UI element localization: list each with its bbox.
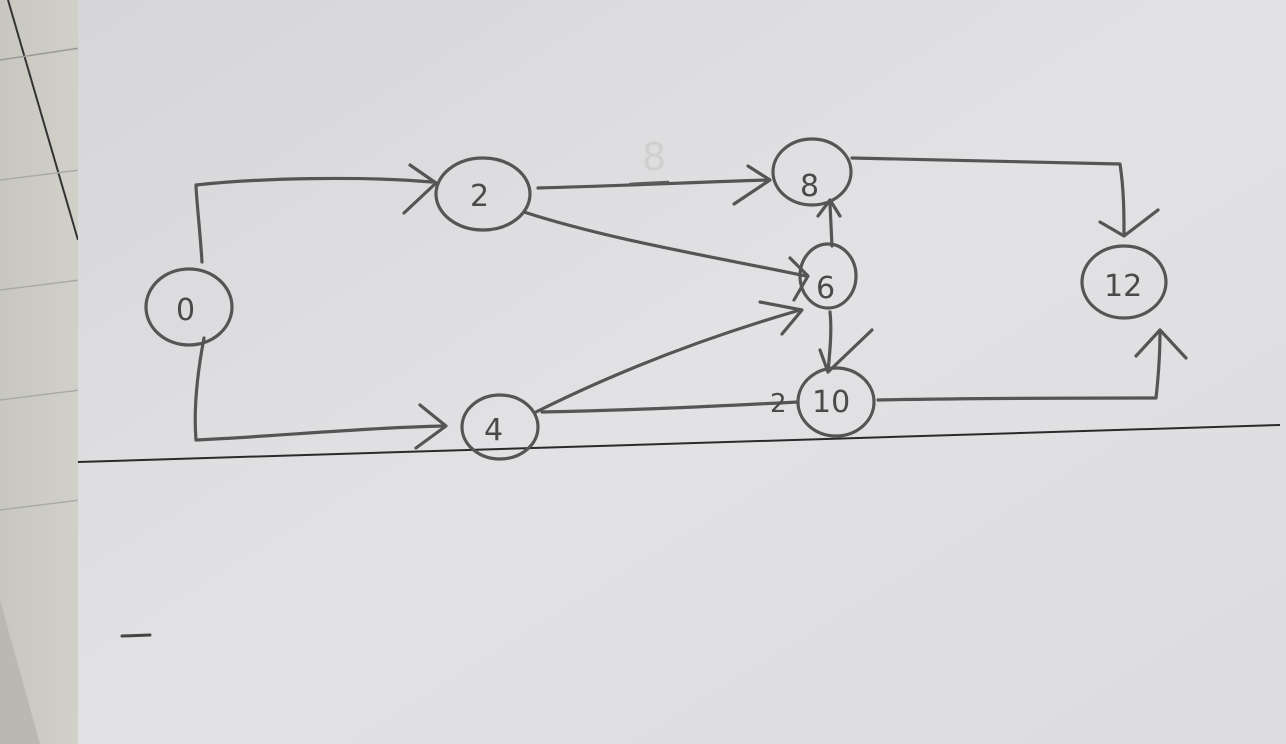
- ruled-line: [77, 424, 1281, 463]
- node-2-label: 2: [470, 179, 489, 214]
- node-10: 10: [796, 366, 876, 438]
- edge-2-6: [522, 210, 808, 278]
- arrowhead-0-4: [414, 403, 448, 450]
- edge-2-8: [536, 178, 770, 190]
- node-2: 2: [434, 156, 532, 232]
- edge-8-12: [850, 156, 1126, 237]
- node-10-label: 10: [812, 385, 850, 420]
- arrowhead-8-12: [1098, 208, 1160, 238]
- node-8-label: 8: [800, 169, 819, 204]
- node-4-label: 4: [484, 413, 503, 448]
- node-12: 12: [1080, 244, 1168, 320]
- edge-label-4-10: 2: [770, 389, 787, 419]
- arrowhead-2-6: [788, 256, 810, 302]
- paper-sheet: [78, 0, 1286, 744]
- arrowhead-6-10: [818, 328, 874, 374]
- node-0-label: 0: [176, 293, 195, 328]
- arrowhead-4-6: [758, 300, 804, 336]
- edges: 2: [193, 156, 1188, 450]
- nodes: 0 2 4 6 8 10 12: [144, 137, 1168, 461]
- edge-0-2: [194, 176, 434, 264]
- pencil-dash: [120, 633, 152, 638]
- node-0: 0: [144, 267, 234, 347]
- underlying-sheet: [0, 0, 90, 744]
- faint-digit: 8: [642, 135, 666, 179]
- edge-4-10: [540, 400, 800, 414]
- node-12-label: 12: [1104, 269, 1142, 304]
- node-6: 6: [798, 242, 858, 310]
- edge-0-4: [193, 336, 446, 442]
- arrowhead-2-8: [732, 164, 772, 206]
- edge-6-8: [828, 202, 834, 248]
- node-4: 4: [460, 393, 540, 461]
- node-6-label: 6: [816, 271, 835, 306]
- arrowhead-0-2: [402, 163, 438, 215]
- edge-4-6: [534, 308, 802, 414]
- node-8: 8: [771, 137, 853, 207]
- arrowhead-10-12: [1134, 328, 1188, 360]
- edge-6-10: [826, 310, 833, 374]
- edge-10-12: [876, 330, 1162, 402]
